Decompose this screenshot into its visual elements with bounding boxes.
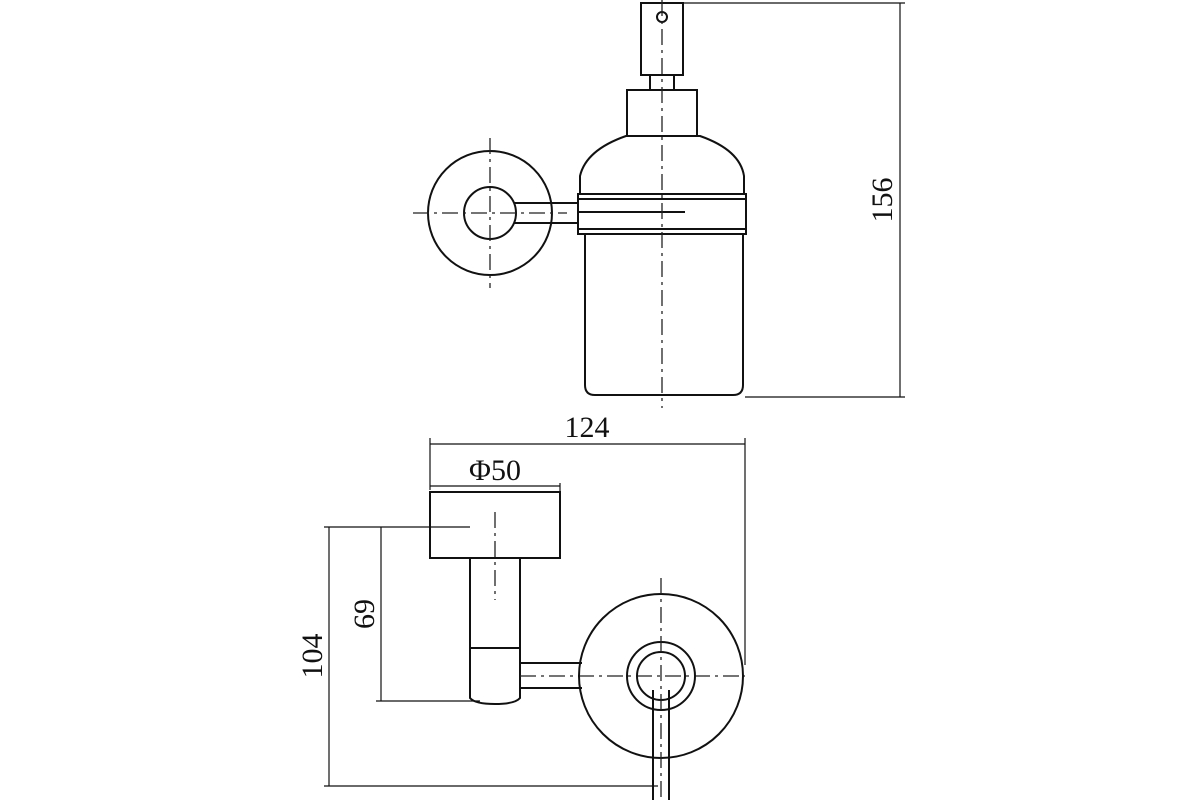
dim-104-label: 104 [296,634,329,679]
dim-69-label: 69 [348,599,381,629]
arm-post [469,558,521,706]
front-view: 156 [413,0,905,408]
dim-124-label: 124 [565,411,610,444]
dim-156-label: 156 [866,178,899,223]
dim-50-label: Φ50 [469,454,521,487]
top-view: 124 Φ50 69 104 [296,411,746,800]
bottle-body [584,234,744,396]
wall-plate [429,491,561,559]
